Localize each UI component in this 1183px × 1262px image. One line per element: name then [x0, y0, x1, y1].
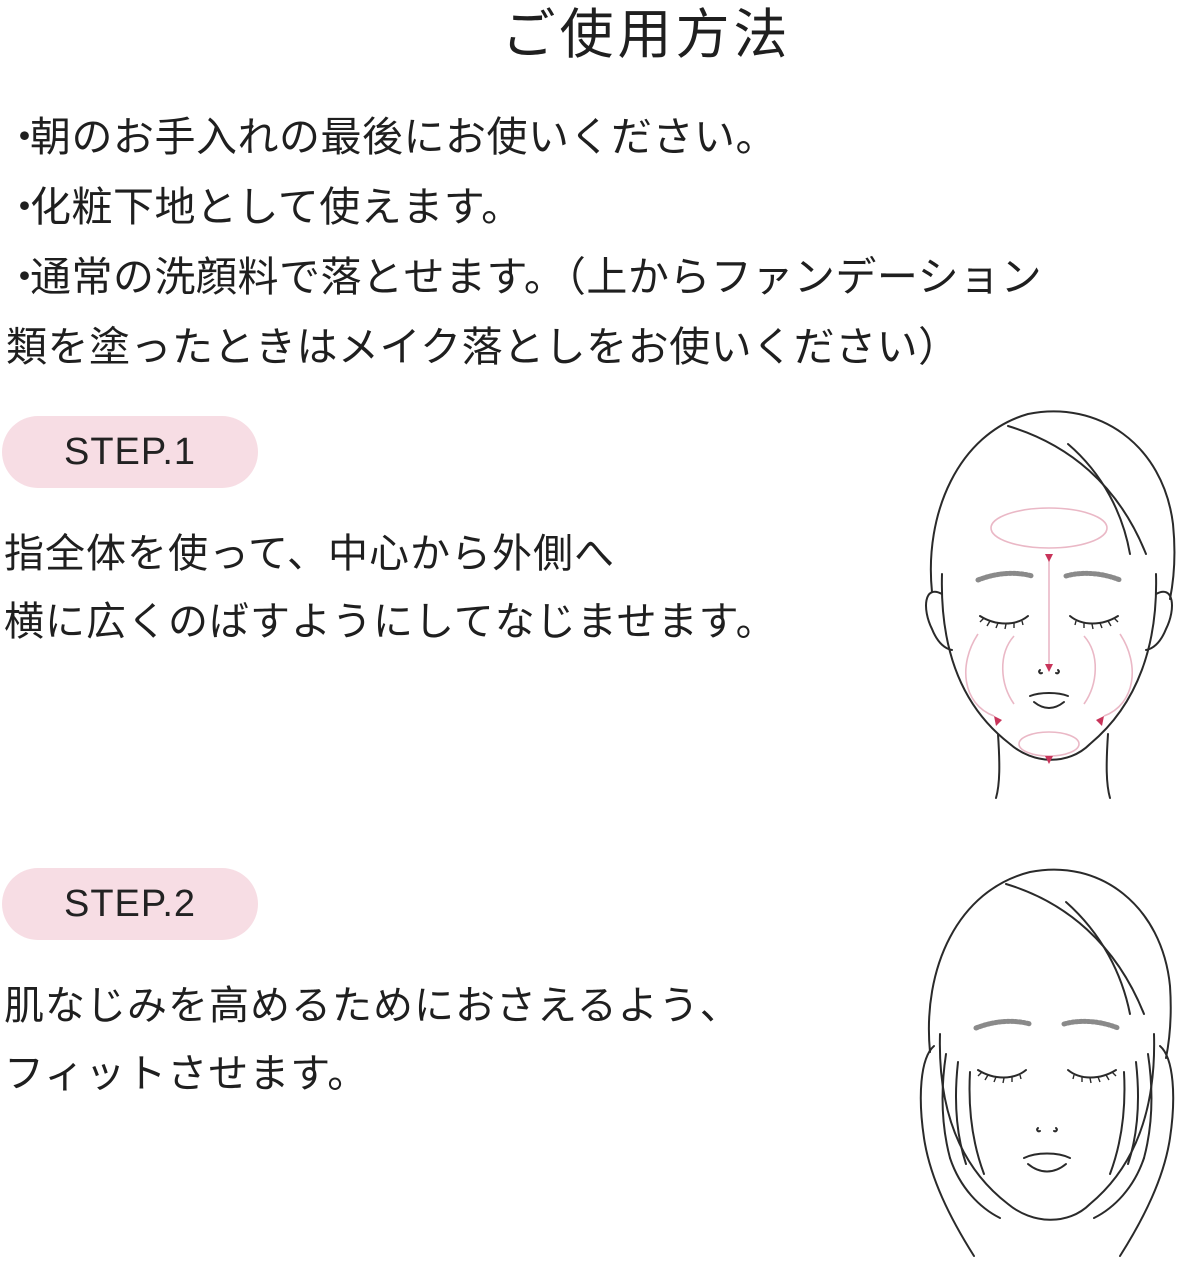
- usage-note-text: 通常の洗顔料で落とせます。（上からファンデーション: [30, 253, 1043, 301]
- usage-note-continuation: 類を塗ったときはメイク落としをお使いください）: [6, 323, 960, 371]
- usage-note: ・化粧下地として使えます。: [4, 172, 1182, 242]
- face-spread-outward-icon: [918, 404, 1180, 800]
- step-1-line: 指全体を使って、中心から外側へ: [4, 531, 615, 577]
- usage-note-text: 朝のお手入れの最後にお使いください。: [30, 113, 777, 161]
- step-1-badge: STEP.1: [2, 416, 258, 488]
- usage-note: ・通常の洗顔料で落とせます。（上からファンデーション類を塗ったときはメイク落とし…: [4, 242, 1182, 382]
- usage-note: ・朝のお手入れの最後にお使いください。: [4, 102, 1182, 172]
- step-1-line: 横に広くのばすようにしてなじませます。: [4, 599, 777, 645]
- bullet: ・: [4, 253, 46, 301]
- step-1-description: 指全体を使って、中心から外側へ 横に広くのばすようにしてなじませます。: [4, 520, 777, 656]
- step-2-badge: STEP.2: [2, 868, 258, 940]
- page-title: ご使用方法: [501, 3, 792, 66]
- face-hands-press-icon: [910, 858, 1182, 1258]
- step-2-description: 肌なじみを高めるためにおさえるよう、 フィットさせます。: [4, 972, 741, 1108]
- step-2-line: 肌なじみを高めるためにおさえるよう、: [4, 983, 741, 1029]
- bullet: ・: [4, 113, 46, 161]
- bullet: ・: [4, 183, 46, 231]
- step-2-line: フィットさせます。: [4, 1051, 369, 1097]
- usage-notes-list: ・朝のお手入れの最後にお使いください。 ・化粧下地として使えます。 ・通常の洗顔…: [4, 102, 1182, 382]
- usage-note-text: 化粧下地として使えます。: [30, 183, 523, 231]
